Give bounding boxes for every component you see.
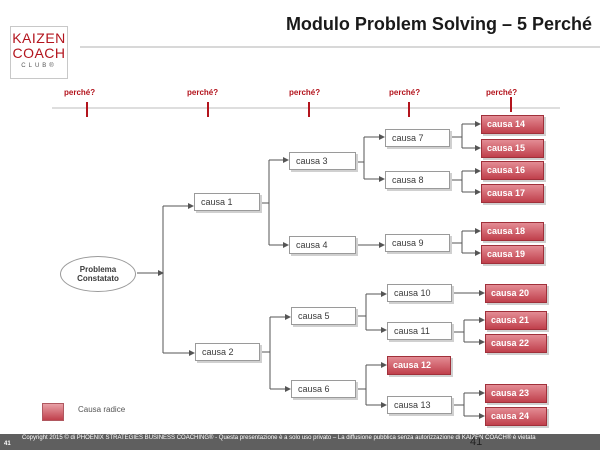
root-cause-box-24: causa 24 xyxy=(485,407,547,426)
title-divider xyxy=(80,46,600,48)
cause-box-11: causa 11 xyxy=(387,322,452,340)
why-label-3: perché? xyxy=(289,88,321,97)
cause-box-2: causa 2 xyxy=(195,343,260,361)
logo-line-2: COACH xyxy=(12,45,66,61)
legend-root-cause-swatch xyxy=(42,403,64,421)
cause-box-3: causa 3 xyxy=(289,152,356,170)
cause-box-5: causa 5 xyxy=(291,307,356,325)
problem-line-2: Constatato xyxy=(77,274,119,283)
copyright-text: Copyright 2015 © di PHOENIX STRATEGIES B… xyxy=(22,435,536,441)
root-cause-box-14: causa 14 xyxy=(481,115,544,134)
root-cause-box-17: causa 17 xyxy=(481,184,544,203)
problem-observed-node: Problema Constatato xyxy=(60,256,136,292)
cause-box-7: causa 7 xyxy=(385,129,450,147)
cause-box-8: causa 8 xyxy=(385,171,450,189)
why-label-5: perché? xyxy=(486,88,518,97)
root-cause-box-21: causa 21 xyxy=(485,311,547,330)
root-cause-box-16: causa 16 xyxy=(481,161,544,180)
page-number: 41 xyxy=(470,436,483,448)
cause-box-1: causa 1 xyxy=(194,193,260,211)
footer-bar: Copyright 2015 © di PHOENIX STRATEGIES B… xyxy=(0,434,600,450)
cause-box-4: causa 4 xyxy=(289,236,356,254)
cause-box-13: causa 13 xyxy=(387,396,452,414)
cause-box-10: causa 10 xyxy=(387,284,452,302)
root-cause-box-23: causa 23 xyxy=(485,384,547,403)
cause-box-6: causa 6 xyxy=(291,380,356,398)
root-cause-box-20: causa 20 xyxy=(485,284,547,303)
cause-box-9: causa 9 xyxy=(385,234,450,252)
page-number-small: 41 xyxy=(4,441,11,447)
kaizen-coach-logo: KAIZEN COACH CLUB® xyxy=(10,26,68,79)
why-label-4: perché? xyxy=(389,88,421,97)
why-label-2: perché? xyxy=(187,88,219,97)
root-cause-box-12: causa 12 xyxy=(387,356,451,375)
root-cause-box-15: causa 15 xyxy=(481,139,544,158)
problem-line-1: Problema xyxy=(79,265,117,274)
root-cause-box-19: causa 19 xyxy=(481,245,544,264)
logo-line-3: CLUB® xyxy=(21,63,57,69)
page-title: Modulo Problem Solving – 5 Perché xyxy=(285,14,592,34)
root-cause-box-22: causa 22 xyxy=(485,334,547,353)
root-cause-box-18: causa 18 xyxy=(481,222,544,241)
legend-root-cause-label: Causa radice xyxy=(78,405,126,414)
why-label-1: perché? xyxy=(64,88,96,97)
logo-line-1: KAIZEN xyxy=(12,30,66,46)
